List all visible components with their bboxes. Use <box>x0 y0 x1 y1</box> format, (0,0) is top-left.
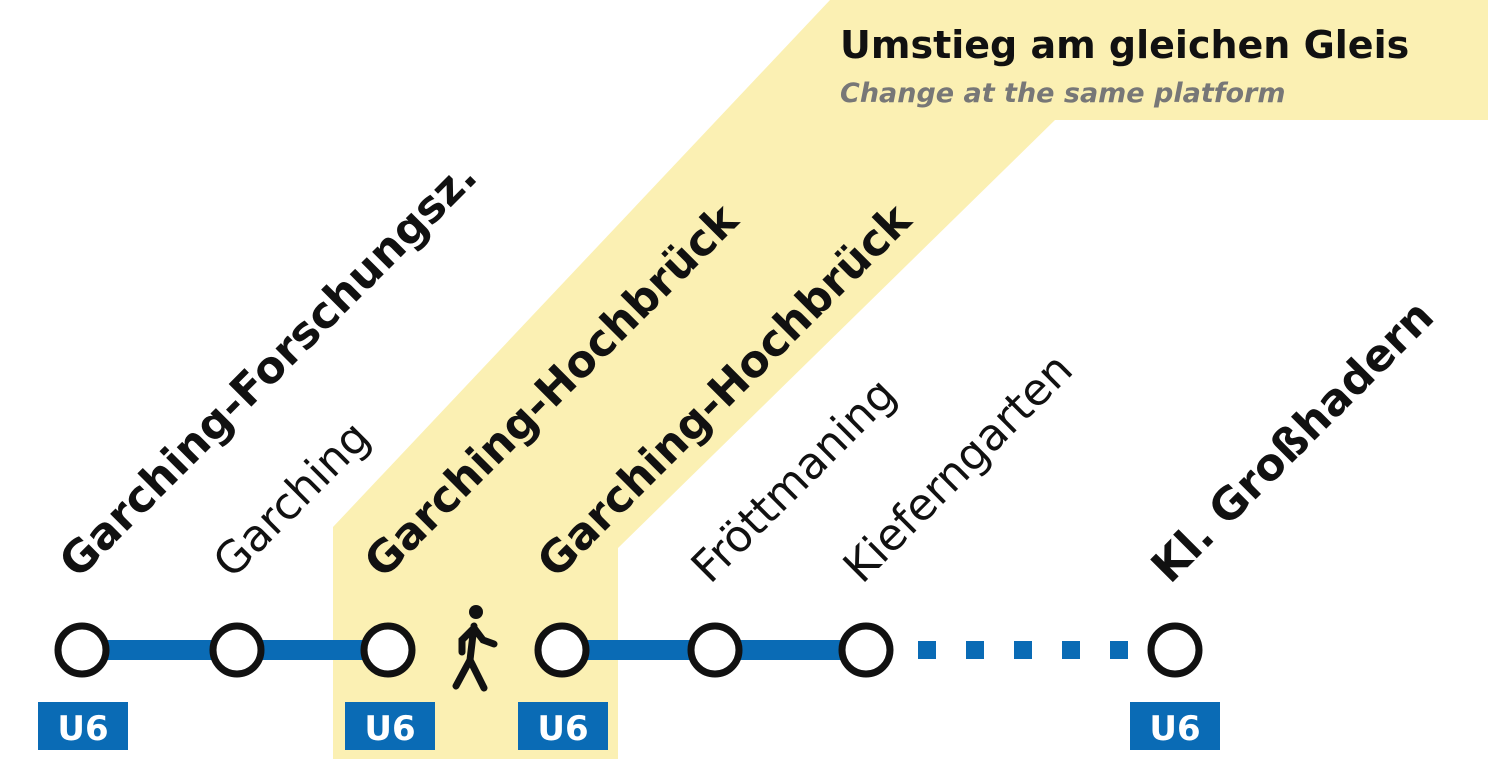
station-dot <box>534 622 590 678</box>
walking-person-icon <box>452 605 498 692</box>
station-dot <box>54 622 110 678</box>
station-label: Kl. Großhadern <box>1142 291 1444 593</box>
line-badge-u6: U6 <box>1130 702 1220 750</box>
line-badge-u6: U6 <box>38 702 128 750</box>
svg-text:U6: U6 <box>364 709 415 749</box>
callout-title: Umstieg am gleichen Gleis <box>840 23 1409 67</box>
station-dot <box>209 622 265 678</box>
station-dot <box>1147 622 1203 678</box>
svg-text:U6: U6 <box>57 709 108 749</box>
svg-text:U6: U6 <box>1149 709 1200 749</box>
station-dot <box>360 622 416 678</box>
station-dot <box>838 622 894 678</box>
station-dot <box>687 622 743 678</box>
line-badge-u6: U6 <box>518 702 608 750</box>
same-platform-highlight <box>333 0 1488 759</box>
dotted-line-segment <box>918 641 1128 659</box>
svg-text:U6: U6 <box>537 709 588 749</box>
callout-subtitle: Change at the same platform <box>840 78 1285 109</box>
line-badge-u6: U6 <box>345 702 435 750</box>
